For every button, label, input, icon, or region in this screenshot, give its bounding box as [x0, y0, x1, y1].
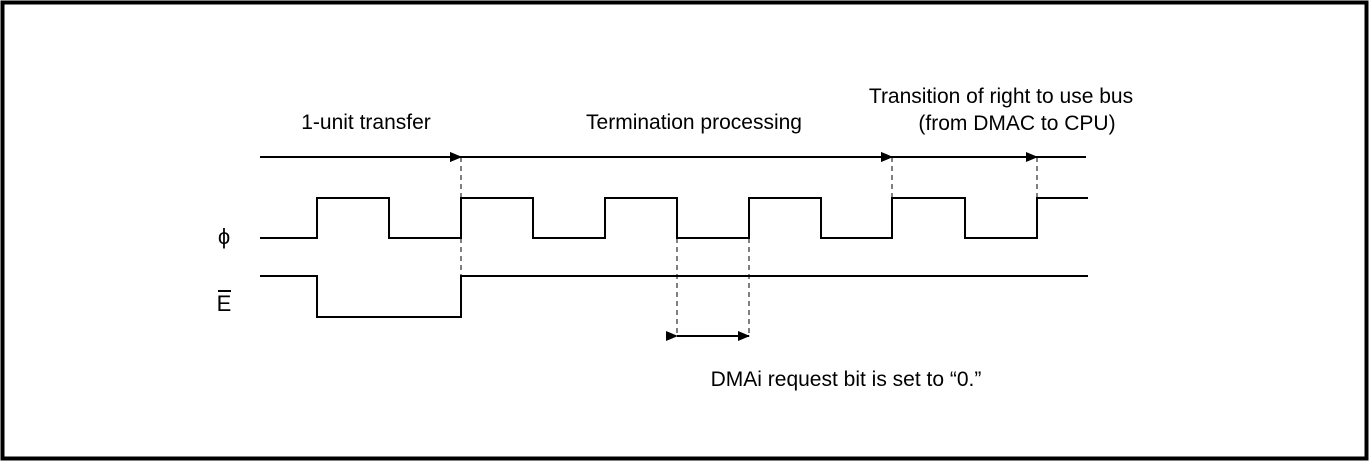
- enable-signal-label: E: [217, 291, 232, 316]
- bus-transition-label-line1: Transition of right to use bus: [869, 85, 1133, 108]
- enable-waveform: [260, 275, 1088, 318]
- clock-waveform: [260, 197, 1088, 239]
- bus-transition-label-line2: (from DMAC to CPU): [918, 112, 1115, 135]
- dashed-guides: [460, 157, 1038, 336]
- request-bit-label: DMAi request bit is set to “0.”: [711, 368, 982, 391]
- unit-transfer-label: 1-unit transfer: [301, 111, 431, 134]
- clock-signal-label: ϕ: [218, 224, 230, 249]
- termination-processing-label: Termination processing: [586, 111, 802, 134]
